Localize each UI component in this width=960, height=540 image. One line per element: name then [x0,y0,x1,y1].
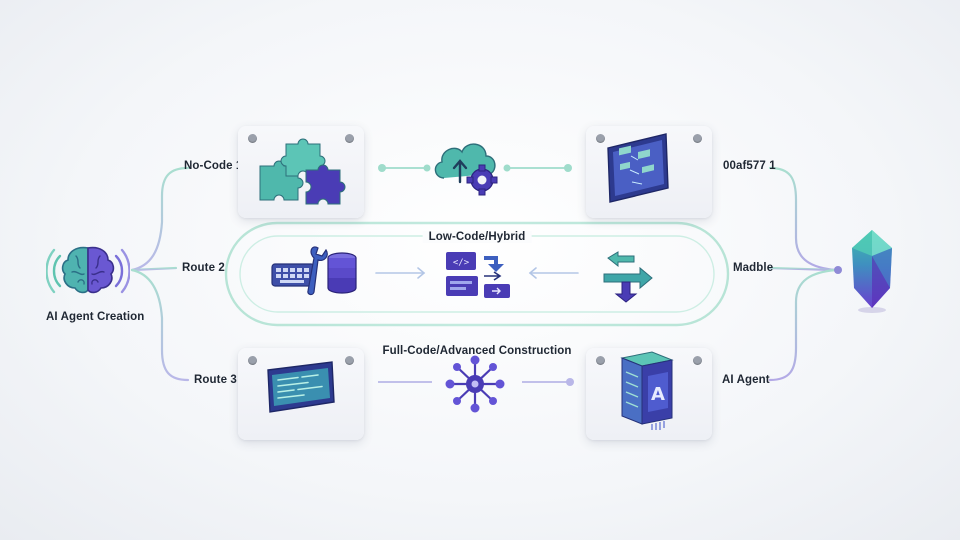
row3-connectors [378,378,574,386]
terminal-card [238,348,364,440]
route3-title: Full-Code/Advanced Construction [382,345,572,357]
puzzle-card [238,126,364,218]
right-branch-lines [768,166,838,382]
route3-right-label: AI Agent [722,374,770,386]
svg-text:A: A [651,384,665,405]
network-hub-icon [445,355,505,413]
svg-text:</>: </> [453,258,470,268]
terminal-window-icon [267,361,335,413]
cloud-gear-icon [434,143,498,196]
row2-arrows [375,267,579,279]
left-branch-lines [130,166,190,382]
route2-title: Low-Code/Hybrid [422,231,532,243]
code-flow-icon: </> [446,252,510,298]
brain-icon [46,246,130,294]
ai-server-card: A [586,348,712,440]
keyboard-wrench-database-icon [271,246,357,296]
crystal-icon [852,230,892,313]
route1-left-label: No-Code 1 [184,160,243,172]
puzzle-pieces-icon [259,138,346,205]
ai-server-icon: A [620,351,674,430]
route2-left-label: Route 2 [182,262,225,274]
route1-right-label: 00af577 1 [723,160,776,172]
start-node-label: AI Agent Creation [46,311,145,323]
workflow-screen-icon [607,133,669,203]
row1-connectors [378,164,572,172]
route2-right-label: Madble [733,262,774,274]
branch-arrows-icon [603,251,653,303]
workflow-screen-card [586,126,712,218]
merge-dot [834,266,842,274]
route3-left-label: Route 3 [194,374,237,386]
